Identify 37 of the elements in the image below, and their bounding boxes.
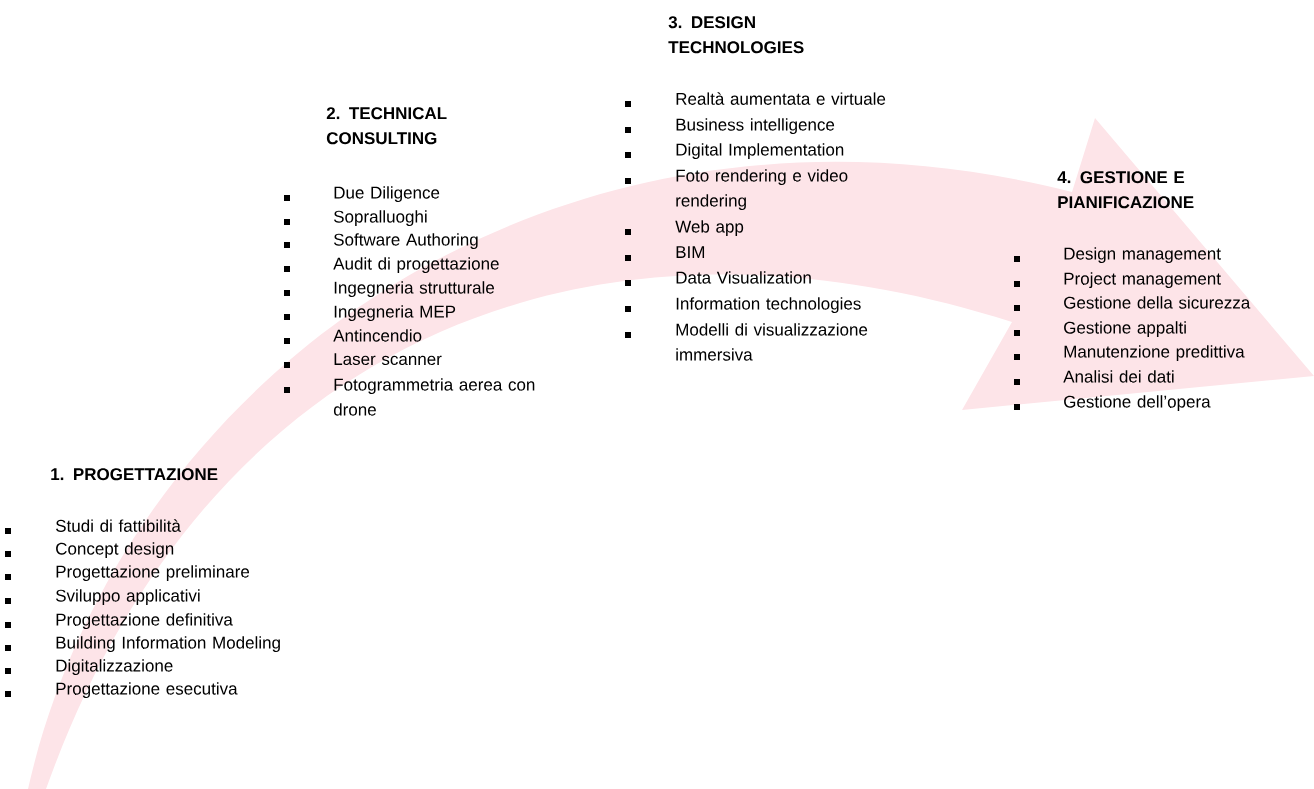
list-item: Gestione dell’opera bbox=[1064, 395, 1211, 412]
list-item: Fotogrammetria aerea con drone bbox=[333, 378, 535, 416]
list-item: Due Diligence bbox=[334, 186, 440, 203]
list-item: Sopralluoghi bbox=[334, 210, 427, 227]
list-item: BIM bbox=[676, 246, 705, 258]
list-item: Digitalizzazione bbox=[56, 659, 173, 676]
list-item: Antincendio bbox=[333, 329, 422, 342]
list-item: Concept design bbox=[56, 542, 174, 559]
list-item: Progettazione preliminare bbox=[56, 565, 250, 582]
list-item: Ingegneria strutturale bbox=[334, 281, 495, 298]
list-item: Information technologies bbox=[676, 297, 861, 314]
list-item: Audit di progettazione bbox=[333, 257, 499, 274]
list-item: Manutenzione predittiva bbox=[1064, 345, 1245, 362]
list-item: Sviluppo applicativi bbox=[56, 589, 200, 606]
list-item: Business intelligence bbox=[676, 118, 835, 135]
list-item: Data Visualization bbox=[676, 271, 811, 284]
section-heading: 2. TECHNICAL CONSULTING bbox=[326, 107, 447, 145]
section-heading: 1. PROGETTAZIONE bbox=[51, 468, 218, 481]
list-item: Laser scanner bbox=[334, 353, 442, 366]
list-item: Web app bbox=[675, 220, 744, 237]
list-item: Building Information Modeling bbox=[56, 636, 280, 653]
section-heading: 3. DESIGN TECHNOLOGIES bbox=[668, 16, 804, 54]
list-item: Foto rendering e video rendering bbox=[676, 169, 848, 211]
list-item: Progettazione definitiva bbox=[56, 613, 233, 630]
list-item: Digital Implementation bbox=[676, 143, 844, 160]
list-item: Realtà aumentata e virtuale bbox=[676, 92, 886, 105]
list-item: Design management bbox=[1064, 247, 1221, 264]
list-item: Gestione della sicurezza bbox=[1064, 296, 1251, 309]
list-item: Ingegneria MEP bbox=[334, 305, 456, 322]
list-item: Software Authoring bbox=[334, 233, 478, 250]
section-heading: 4. GESTIONE E PIANIFICAZIONE bbox=[1057, 171, 1194, 209]
list-item: Studi di fattibilità bbox=[56, 519, 181, 532]
list-item: Project management bbox=[1064, 272, 1221, 289]
list-item: Analisi dei dati bbox=[1063, 370, 1174, 383]
list-item: Progettazione esecutiva bbox=[56, 682, 238, 699]
list-item: Modelli di visualizzazione immersiva bbox=[676, 323, 868, 361]
list-item: Gestione appalti bbox=[1064, 321, 1186, 338]
